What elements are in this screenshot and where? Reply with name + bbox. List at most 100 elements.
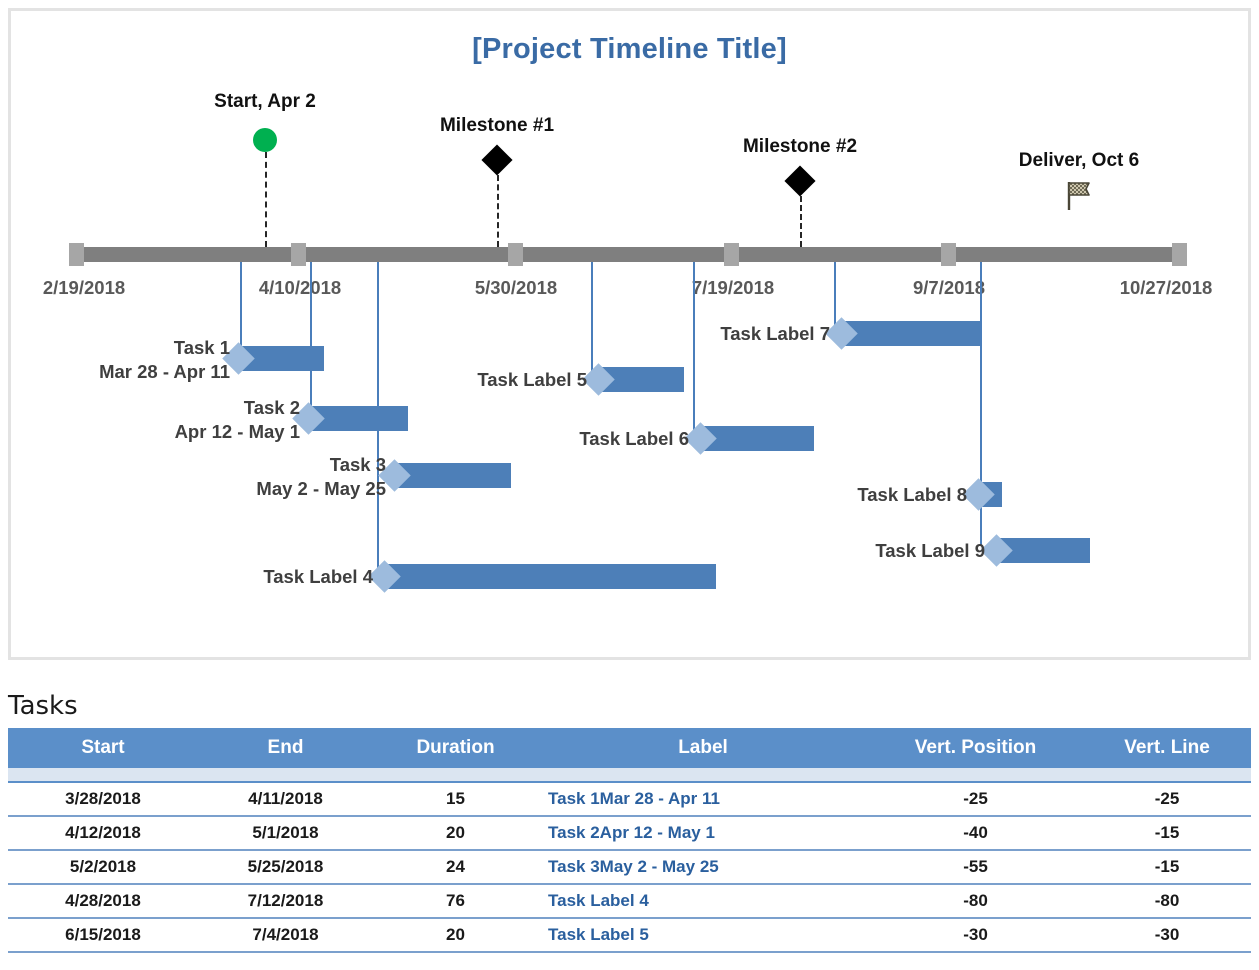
checkered-flag-icon	[1062, 179, 1096, 213]
task-bar-1[interactable]	[222, 342, 324, 375]
cell-label: Task Label 4	[538, 884, 868, 919]
cell-start: 6/15/2018	[8, 918, 198, 953]
task-label-6: Task Label 6	[579, 428, 689, 449]
task-bar-4[interactable]	[368, 560, 716, 593]
task-label-9: Task Label 9	[875, 540, 985, 561]
task-connector-7	[834, 262, 836, 328]
task-bar-8[interactable]	[962, 478, 1002, 511]
table-row[interactable]: 3/28/2018 4/11/2018 15 Task 1Mar 28 - Ap…	[8, 782, 1251, 817]
cell-vert-position: -30	[868, 918, 1083, 953]
axis-label-0: 2/19/2018	[42, 277, 126, 298]
cell-vert-line: -15	[1083, 850, 1251, 885]
diamond-marker-icon-1	[481, 144, 513, 176]
task-bar-body	[310, 406, 408, 431]
table-row[interactable]: 5/2/2018 5/25/2018 24 Task 3May 2 - May …	[8, 850, 1251, 885]
axis-label-4: 9/7/2018	[912, 277, 986, 298]
task-label-2: Task 2 Apr 12 - May 1	[175, 396, 300, 443]
milestone-label-1: Milestone #1	[439, 115, 555, 136]
task-label-8: Task Label 8	[857, 484, 967, 505]
task-bar-body	[396, 463, 511, 488]
tasks-table: Start End Duration Label Vert. Position …	[8, 728, 1251, 953]
axis-tick-4	[941, 243, 956, 266]
cell-label: Task 1Mar 28 - Apr 11	[538, 782, 868, 817]
column-header-label[interactable]: Label	[538, 728, 868, 768]
task-bar-body	[386, 564, 716, 589]
task-connector-9	[980, 262, 982, 545]
cell-end: 7/12/2018	[198, 884, 373, 919]
cell-start: 3/28/2018	[8, 782, 198, 817]
cell-vert-line: -15	[1083, 816, 1251, 851]
page-title: [Project Timeline Title]	[472, 33, 787, 65]
milestone-label-deliver: Deliver, Oct 6	[1018, 150, 1140, 171]
axis-cap-left	[69, 243, 84, 266]
task-label-line1: Task 1	[173, 337, 230, 358]
cell-vert-position: -40	[868, 816, 1083, 851]
task-label-line2: Apr 12 - May 1	[174, 420, 300, 442]
tasks-section-heading: Tasks	[8, 691, 78, 721]
cell-label: Task 3May 2 - May 25	[538, 850, 868, 885]
column-header-vert-position[interactable]: Vert. Position	[868, 728, 1083, 768]
task-connector-6	[693, 262, 695, 434]
task-label-4: Task Label 4	[263, 566, 373, 587]
axis-tick-2	[508, 243, 523, 266]
table-spacer-row	[8, 768, 1251, 783]
cell-label: Task Label 5	[538, 918, 868, 953]
table-header-row: Start End Duration Label Vert. Position …	[8, 728, 1251, 768]
task-bar-9[interactable]	[980, 534, 1090, 567]
table-row[interactable]: 4/28/2018 7/12/2018 76 Task Label 4 -80 …	[8, 884, 1251, 919]
task-label-1: Task 1 Mar 28 - Apr 11	[99, 336, 230, 383]
table-row[interactable]: 6/15/2018 7/4/2018 20 Task Label 5 -30 -…	[8, 918, 1251, 953]
task-bar-5[interactable]	[582, 363, 684, 396]
cell-vert-line: -80	[1083, 884, 1251, 919]
column-header-end[interactable]: End	[198, 728, 373, 768]
task-bar-body	[843, 321, 980, 346]
task-bar-body	[998, 538, 1090, 563]
cell-end: 5/25/2018	[198, 850, 373, 885]
cell-vert-position: -55	[868, 850, 1083, 885]
axis-tick-3	[724, 243, 739, 266]
diamond-marker-icon-2	[784, 165, 816, 197]
task-label-7: Task Label 7	[720, 323, 830, 344]
cell-duration: 24	[373, 850, 538, 885]
axis-label-5: 10/27/2018	[1119, 277, 1213, 298]
cell-vert-line: -30	[1083, 918, 1251, 953]
milestone-label-start: Start, Apr 2	[214, 91, 316, 112]
cell-end: 5/1/2018	[198, 816, 373, 851]
axis-label-1: 4/10/2018	[258, 277, 342, 298]
table-row[interactable]: 4/12/2018 5/1/2018 20 Task 2Apr 12 - May…	[8, 816, 1251, 851]
axis-tick-1	[291, 243, 306, 266]
cell-vert-line: -25	[1083, 782, 1251, 817]
cell-end: 4/11/2018	[198, 782, 373, 817]
circle-marker-icon	[253, 128, 277, 152]
cell-label: Task 2Apr 12 - May 1	[538, 816, 868, 851]
task-label-line2: May 2 - May 25	[256, 477, 386, 499]
task-label-5: Task Label 5	[477, 369, 587, 390]
axis-label-2: 5/30/2018	[474, 277, 558, 298]
cell-end: 7/4/2018	[198, 918, 373, 953]
milestone-stem-start	[265, 152, 267, 247]
task-label-3: Task 3 May 2 - May 25	[256, 453, 386, 500]
cell-start: 5/2/2018	[8, 850, 198, 885]
cell-vert-position: -80	[868, 884, 1083, 919]
task-bar-2[interactable]	[292, 402, 408, 435]
cell-duration: 20	[373, 918, 538, 953]
column-header-start[interactable]: Start	[8, 728, 198, 768]
milestone-label-2: Milestone #2	[742, 136, 858, 157]
cell-duration: 15	[373, 782, 538, 817]
timeline-axis-bar	[77, 247, 1187, 262]
task-connector-5	[591, 262, 593, 375]
task-bar-3[interactable]	[378, 459, 511, 492]
column-header-vert-line[interactable]: Vert. Line	[1083, 728, 1251, 768]
task-connector-1	[240, 262, 242, 354]
cell-duration: 20	[373, 816, 538, 851]
task-connector-2	[310, 262, 312, 414]
cell-start: 4/28/2018	[8, 884, 198, 919]
task-bar-6[interactable]	[684, 422, 814, 455]
task-bar-7[interactable]	[825, 317, 980, 350]
column-header-duration[interactable]: Duration	[373, 728, 538, 768]
milestone-stem-2	[800, 196, 802, 247]
task-label-line1: Task 2	[243, 397, 300, 418]
cell-duration: 76	[373, 884, 538, 919]
cell-vert-position: -25	[868, 782, 1083, 817]
